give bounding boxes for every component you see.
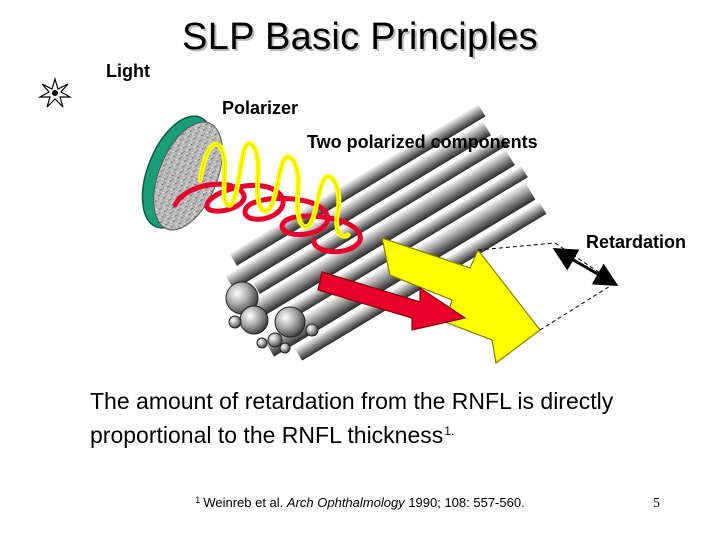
retardation-arrow-icon [552,247,619,287]
polarizer-label: Polarizer [222,98,299,118]
slide-title: SLP Basic Principles [182,16,538,58]
retardation-label: Retardation [586,232,687,252]
body-statement: The amount of retardation from the RNFL … [90,386,700,450]
light-label: Light [106,61,150,81]
body-statement-text: The amount of retardation from the RNFL … [90,388,614,448]
body-superscript: 1. [444,424,455,438]
fiber-endcaps [225,281,319,354]
light-burst-icon [37,76,73,108]
reference-details: 1990; 108: 557-560. [408,495,525,510]
red-arrow [317,271,467,331]
polarizer-disc [141,115,223,231]
reference-authors: Weinreb et al. [203,495,284,510]
yellow-arrow [381,237,541,365]
reference-marker: 1 [195,495,201,505]
reference-journal: Arch Ophthalmology [286,495,405,510]
components-label: Two polarized components [307,132,538,152]
page-number: 5 [653,496,660,511]
